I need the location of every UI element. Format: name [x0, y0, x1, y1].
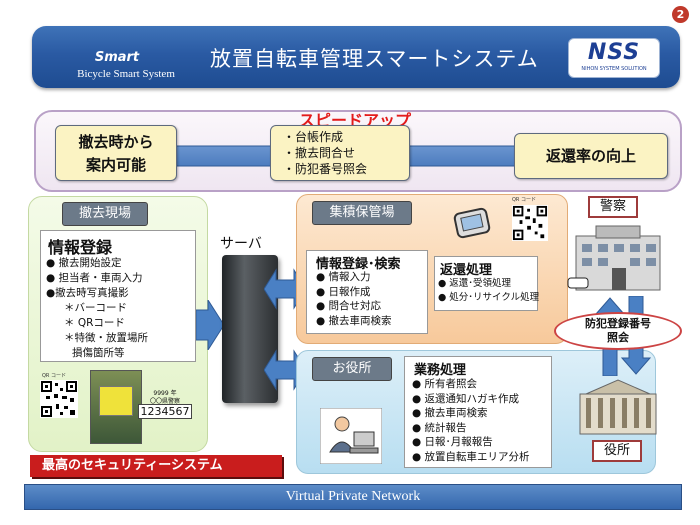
list-item: ＊ QRコード — [64, 317, 125, 329]
return-processing-list: ● 返還･受領処理 ● 処分･リサイクル処理 — [438, 277, 540, 305]
list-item: ● 統計報告 — [412, 421, 467, 434]
info-registration-list: ● 撤去開始設定 ● 担当者・車両入力 ●撤去時写真撮影 ＊バーコード ＊ QR… — [46, 256, 194, 361]
business-processing-list: ● 所有者照会 ● 返還通知ハガキ作成 ● 撤去車両検索 ● 統計報告 ● 日報… — [412, 377, 554, 464]
crime-prevention-line-1: 防犯登録番号 — [585, 317, 651, 330]
security-banner: 最高のセキュリティーシステム — [30, 455, 282, 477]
info-registration-title: 情報登録 — [48, 238, 113, 257]
arrow-right-icon — [196, 300, 224, 350]
list-item: ●撤去時写真撮影 — [46, 287, 129, 299]
tasks-box: ・台帳作成 ・撤去問合せ ・防犯番号照会 — [270, 125, 410, 181]
list-item: ＊バーコード — [64, 302, 127, 314]
qr-code-icon — [512, 205, 548, 241]
removal-site-tag: 撤去現場 — [62, 202, 148, 226]
business-processing-box — [404, 356, 552, 468]
qr-label: QR コード — [42, 373, 66, 379]
registration-plate-header: 9999 年 〇〇県警察 — [140, 390, 190, 406]
city-office-tag: お役所 — [312, 357, 392, 381]
info-registration-box — [40, 230, 196, 362]
logo-subtitle: NIHON SYSTEM SOLUTION — [581, 66, 647, 72]
list-item: ● 情報入力 — [316, 271, 371, 283]
crime-prevention-line-2: 照会 — [607, 331, 629, 344]
list-item: ● 撤去車両検索 — [316, 314, 392, 327]
list-item: ● 放置自転車エリア分析 — [412, 450, 530, 463]
warning-sticker — [99, 386, 133, 416]
server-label: サーバ — [220, 236, 262, 252]
list-item: ● 問合せ対応 — [316, 300, 381, 312]
guidance-line-2: 案内可能 — [85, 156, 146, 174]
list-item: ● 撤去開始設定 — [46, 257, 122, 269]
city-hall-icon — [579, 379, 657, 435]
list-item: ● 担当者・車両入力 — [46, 272, 143, 284]
plate-prefecture: 〇〇県警察 — [149, 398, 180, 405]
brand-name: Smart — [94, 50, 140, 65]
list-item: ● 返還･受領処理 — [438, 278, 512, 289]
list-item: ● 返還通知ハガキ作成 — [412, 392, 519, 405]
company-logo — [568, 38, 660, 78]
plate-year: 9999 年 — [153, 390, 177, 397]
task-item: ・防犯番号照会 — [283, 162, 368, 176]
return-rate-box: 返還率の向上 — [514, 133, 668, 179]
registration-search-box — [306, 250, 428, 334]
list-item: ● 日報作成 — [316, 285, 371, 298]
handheld-terminal-icon — [453, 207, 491, 239]
list-item: ● 日報･月報報告 — [412, 436, 493, 448]
crime-prevention-query-oval: 防犯登録番号 照会 — [554, 312, 682, 350]
page-title: 放置自転車管理スマートシステム — [210, 47, 539, 71]
guidance-line-1: 撤去時から — [78, 133, 154, 151]
police-label: 警察 — [588, 196, 638, 218]
return-processing-title: 返還処理 — [440, 263, 493, 278]
list-item: ● 所有者照会 — [412, 378, 477, 390]
storage-yard-tag: 集積保管場 — [312, 201, 412, 225]
vpn-bar: Virtual Private Network — [24, 484, 682, 510]
city-label: 役所 — [592, 440, 642, 462]
list-item: ● 撤去車両検索 — [412, 407, 488, 419]
list-item: ● 処分･リサイクル処理 — [438, 292, 540, 303]
bidirectional-arrow-icon — [264, 268, 306, 310]
office-worker-icon — [320, 408, 382, 464]
task-item: ・台帳作成 — [283, 130, 344, 144]
qr-label: QR コード — [512, 197, 536, 203]
guidance-possible-box: 撤去時から 案内可能 — [55, 125, 177, 181]
list-item: 損傷箇所等 — [72, 347, 125, 359]
registration-search-title: 情報登録･検索 — [316, 257, 401, 272]
return-processing-box — [434, 256, 538, 311]
list-item: ＊特徴・放置場所 — [64, 332, 148, 344]
task-item: ・撤去問合せ — [283, 146, 356, 160]
registration-search-list: ● 情報入力 ● 日報作成 ● 問合せ対応 ● 撤去車両検索 — [316, 270, 428, 328]
server-icon — [222, 255, 278, 403]
plate-number: 1234567 — [138, 404, 192, 419]
qr-code-icon — [40, 380, 78, 418]
logo-text: NSS — [587, 40, 641, 65]
business-processing-title: 業務処理 — [414, 363, 467, 378]
police-station-icon — [567, 225, 661, 291]
bidirectional-arrow-icon — [264, 349, 306, 391]
page-number-badge: 2 — [672, 6, 689, 23]
brand-subtitle: Bicycle Smart System — [77, 68, 175, 80]
